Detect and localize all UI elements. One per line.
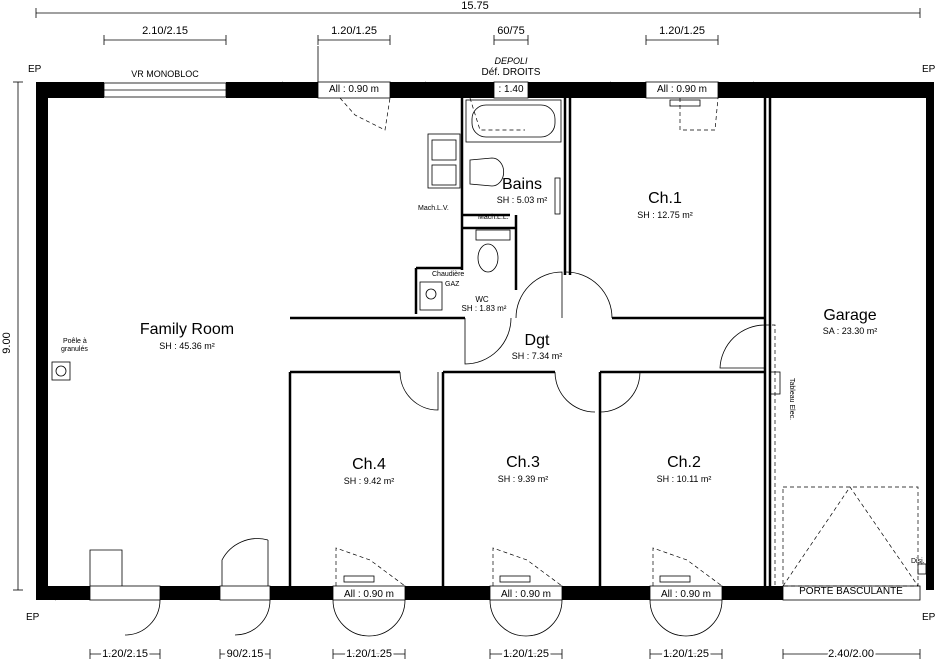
disj-label: Disj. [911,558,925,565]
top-dim-4: 1.20/1.25 [659,25,705,37]
overall-dimensions [13,8,921,659]
door-swings [399,271,766,413]
exterior-walls [36,82,934,600]
def-droits-label: Déf. DROITS [482,67,541,78]
overall-width: 15.75 [461,0,489,12]
room-name-bains: Bains [502,176,542,193]
allege-bottom-1: All : 0.90 m [344,589,394,600]
window-swings [54,46,755,637]
room-area-wc: SH : 1.83 m² [462,304,507,313]
room-area-ch2: SH : 10.11 m² [657,474,712,484]
allege-bottom-2: All : 0.90 m [501,589,551,600]
bottom-dim-4: 1.20/1.25 [503,648,549,660]
chaudiere-label-1: Chaudière [432,271,464,278]
overall-height: 9.00 [1,332,13,353]
room-name-wc: WC [475,295,489,304]
room-area-ch3: SH : 9.39 m² [498,474,549,484]
corner-label-br: EP [922,612,936,623]
top-dim-1: 2.10/2.15 [142,25,188,37]
bottom-dim-5: 1.20/1.25 [663,648,709,660]
bottom-dim-6: 2.40/2.00 [828,648,874,660]
dashed-swings [335,97,919,587]
bottom-dim-3: 1.20/1.25 [346,648,392,660]
bottom-dim-1: 1.20/2.15 [102,648,148,660]
allege-top-2: All : 0.90 m [657,84,707,95]
room-name-ch2: Ch.2 [667,454,701,471]
room-name-dgt: Dgt [525,332,550,349]
room-area-ch4: SH : 9.42 m² [344,476,395,486]
bottom-dim-2: 90/2.15 [227,648,264,660]
room-name-ch3: Ch.3 [506,454,540,471]
poele-label-2: granulés [61,346,88,353]
corner-label-bl: EP [26,612,40,623]
windows [89,81,921,601]
room-name-garage: Garage [823,307,876,324]
mach-lv-label: Mach.L.V. [418,205,449,212]
tableau-elec-label: Tableau Elec. [788,378,795,420]
room-area-family: SH : 45.36 m² [159,341,215,351]
allege-top-1: All : 0.90 m [329,84,379,95]
bath-window-label: : 1.40 [498,84,523,95]
room-area-garage: SA : 23.30 m² [823,326,878,336]
room-area-bains: SH : 5.03 m² [497,195,548,205]
allege-bottom-3: All : 0.90 m [661,589,711,600]
room-name-ch4: Ch.4 [352,456,386,473]
room-area-dgt: SH : 7.34 m² [512,351,563,361]
corner-label-tl: EP [28,64,42,75]
top-dim-3: 60/75 [497,25,525,37]
corner-label-tr: EP [922,64,936,75]
interior-walls [288,98,772,586]
room-name-ch1: Ch.1 [648,190,682,207]
top-dim-2: 1.20/1.25 [331,25,377,37]
room-area-ch1: SH : 12.75 m² [637,210,693,220]
mach-ll-label: Mach.L.L. [478,214,509,221]
vr-monobloc-label: VR MONOBLOC [131,69,199,79]
chaudiere-label-2: GAZ [445,281,460,288]
room-name-family: Family Room [140,321,234,338]
porte-basculante-label: PORTE BASCULANTE [799,586,903,597]
poele-label-1: Poêle à [63,338,87,345]
depoli-label: DEPOLI [494,56,528,66]
fixtures [51,99,927,583]
